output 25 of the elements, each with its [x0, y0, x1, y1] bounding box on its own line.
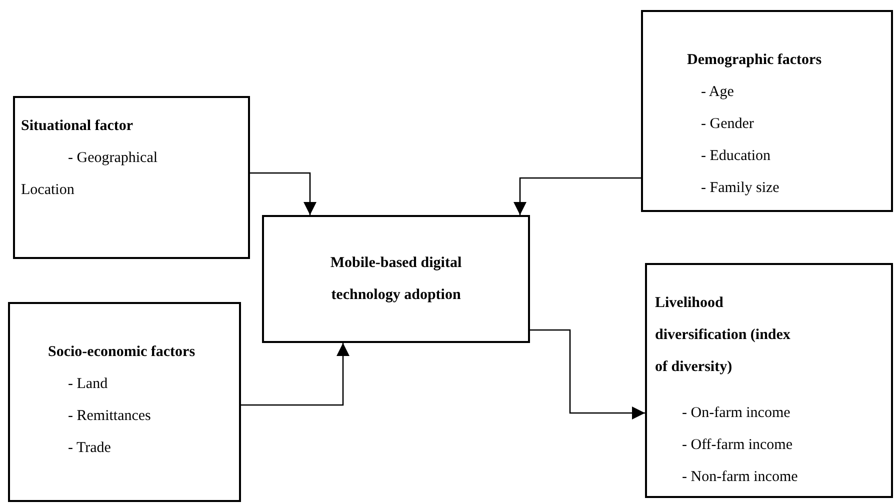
list-item: - Trade: [68, 439, 111, 458]
list-item: - Off-farm income: [682, 436, 793, 455]
outcome-box: [645, 263, 893, 498]
heading: Situational factor: [21, 117, 134, 136]
list-item: - Family size: [701, 179, 780, 198]
factor-box: [8, 302, 241, 502]
arrow: [514, 177, 641, 215]
factor-box: [13, 96, 250, 259]
list-item: - Age: [701, 83, 734, 102]
heading: Mobile-based digital technology adoption: [329, 254, 463, 305]
arrow: [250, 172, 316, 215]
heading: Livelihood diversification (index of diversity): [655, 294, 792, 377]
list-item: - On-farm income: [682, 404, 790, 423]
list-item: - Education: [701, 147, 771, 166]
arrow: [241, 343, 350, 406]
list-item: - Non-farm income: [682, 468, 798, 487]
factor-box: [641, 10, 893, 212]
arrow: [530, 329, 645, 420]
list-item: - Geographical Location: [21, 149, 159, 200]
list-item: - Land: [68, 375, 108, 394]
process-box: [262, 215, 530, 343]
heading: Socio-economic factors: [48, 343, 196, 362]
heading: Demographic factors: [687, 51, 822, 70]
list-item: - Gender: [701, 115, 754, 134]
list-item: - Remittances: [68, 407, 151, 426]
